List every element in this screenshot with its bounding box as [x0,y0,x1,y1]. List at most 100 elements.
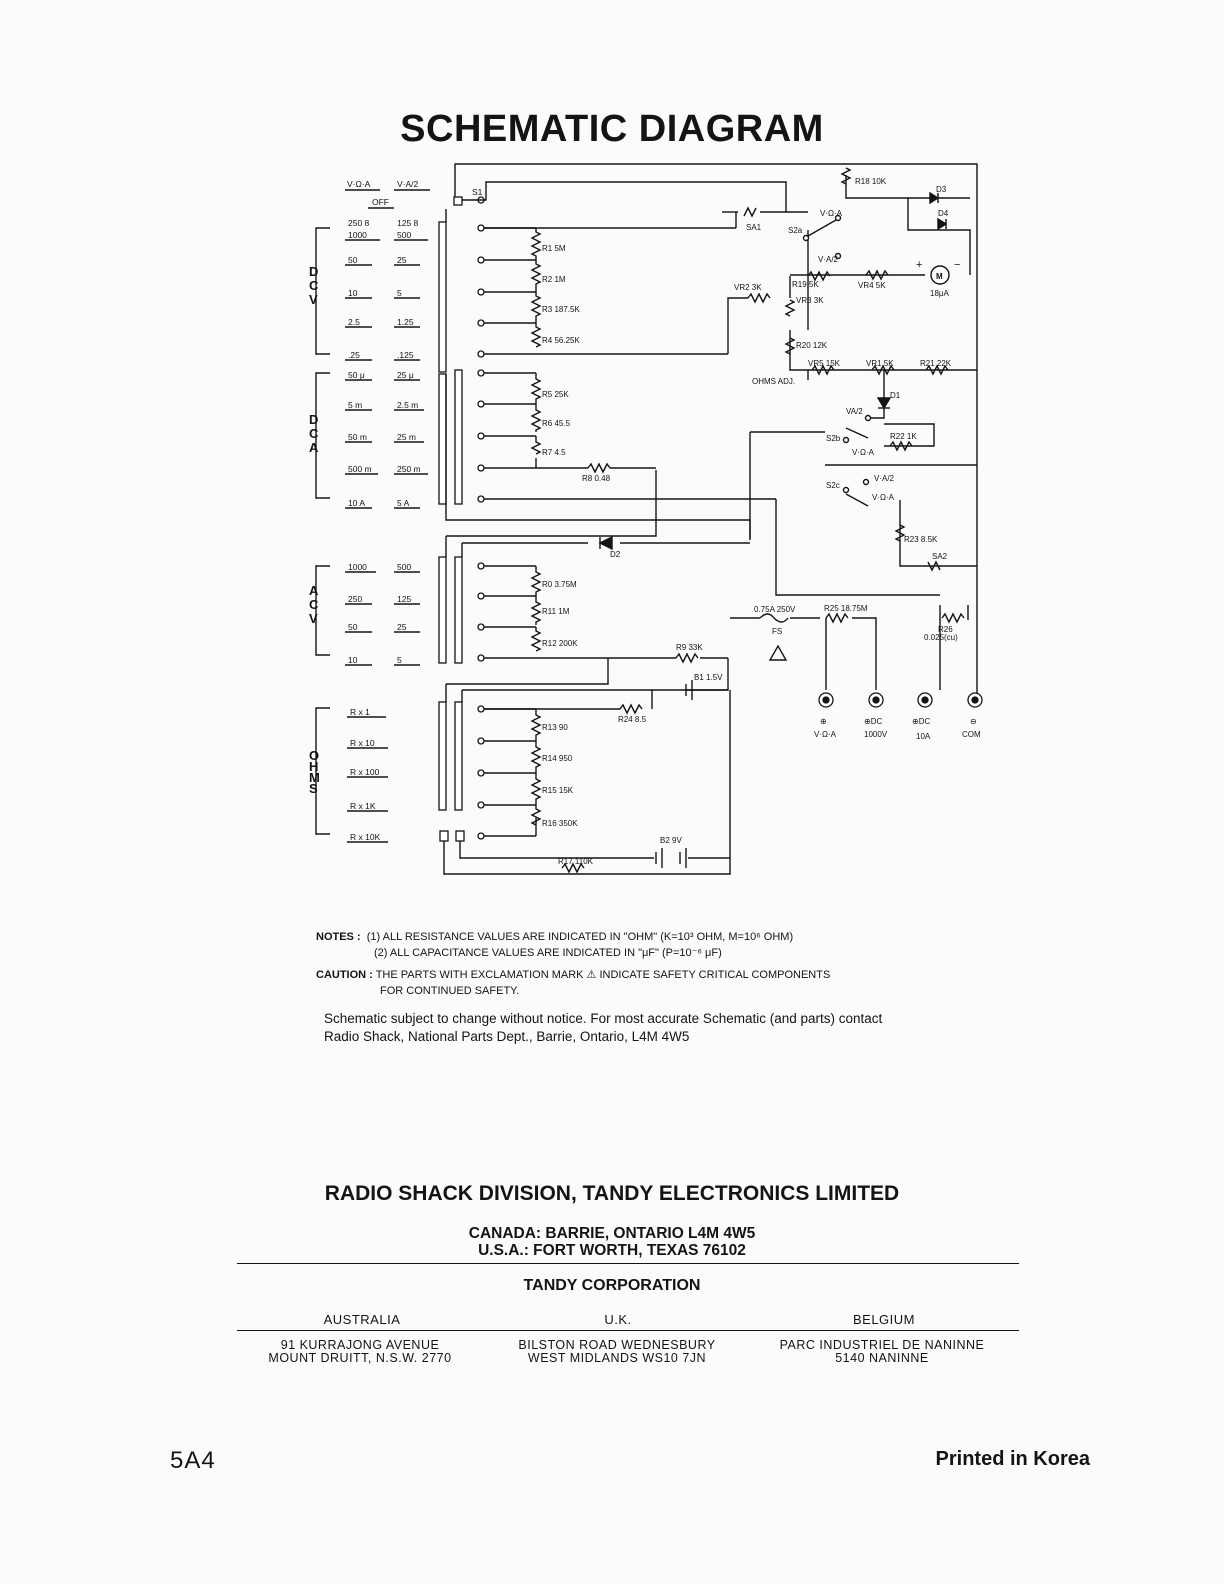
dcv-row-1-a: 1000 [348,230,367,240]
label-fs: FS [772,627,782,636]
label-meter-plus: + [916,259,922,271]
terminal-0-bottom: V·Ω·A [814,730,837,739]
note-1: (1) ALL RESISTANCE VALUES ARE INDICATED … [366,931,794,943]
label-s2c-va2: V·A/2 [874,474,895,483]
dca-row-0-a: 50 μ [348,370,365,380]
schematic-diagram: V·Ω·A V·A/2 OFF S1 250 8 125 8 1000 500 … [309,163,983,875]
dcv-row-3-a: 10 [348,288,358,298]
label-s2c-vohma: V·Ω·A [872,493,895,502]
page-title: SCHEMATIC DIAGRAM [400,108,824,150]
office-country-belgium: BELGIUM [852,1312,915,1327]
label-b2: B2 9V [660,836,682,845]
acv-row-3-b: 5 [397,655,402,665]
dca-row-1-a: 5 m [348,400,362,410]
office-country-australia: AUSTRALIA [323,1312,401,1327]
label-r14: R14 950 [542,754,573,763]
terminal-3-top: ⊖ [970,717,977,726]
label-r15: R15 15K [542,786,574,795]
notes-label: NOTES : [316,931,361,943]
label-d4: D4 [938,209,949,218]
label-sa2: SA2 [932,552,948,561]
label-r21: R21 22K [920,359,952,368]
label-vr3: VR3 3K [796,296,824,305]
acv-row-0-a: 1000 [348,562,367,572]
office-address-line: PARC INDUSTRIEL DE NANINNE [779,1338,985,1352]
pos-label-vohma: V·Ω·A [347,179,371,189]
terminal-1-bottom: 1000V [864,730,888,739]
label-s2b-vohma: V·Ω·A [852,448,875,457]
label-d2: D2 [610,550,621,559]
label-vr2: VR2 3K [734,283,762,292]
label-s2a: S2a [788,226,803,235]
label-r19: R19 5K [792,280,819,289]
ohms-row-1: R x 10 [350,738,375,748]
dcv-row-0-b: 125 8 [397,218,419,228]
label-r0: R0 3.75M [542,580,577,589]
label-fuse: 0.75A 250V [754,605,796,614]
label-s2a-vohma: V·Ω·A [820,209,843,218]
label-r20: R20 12K [796,341,828,350]
address-canada: CANADA: BARRIE, ONTARIO L4M 4W5 [468,1225,756,1242]
label-r8: R8 0.48 [582,474,611,483]
label-d1: D1 [890,391,901,400]
label-s2b: S2b [826,434,841,443]
dca-row-3-b: 250 m [397,464,421,474]
dca-row-0-b: 25 μ [397,370,414,380]
label-r1: R1 5M [542,244,566,253]
label-s2a-va2: V·A/2 [818,255,839,264]
off-label: OFF [372,197,389,207]
label-b1: B1 1.5V [694,673,723,682]
label-sa1: SA1 [746,223,762,232]
pos-label-va2: V·A/2 [397,179,419,189]
dcv-row-0-a: 250 8 [348,218,370,228]
label-r18: R18 10K [855,177,887,186]
ohms-row-4: R x 10K [350,832,381,842]
label-d3: D3 [936,185,947,194]
dcv-row-3-b: 5 [397,288,402,298]
label-r17: R17 110K [558,857,594,866]
dcv-row-2-b: 25 [397,255,407,265]
schematic-subject-note: Schematic subject to change without noti… [324,1011,883,1044]
label-r26-value: 0.025(cu) [924,633,958,642]
label-vr5: VR5 15K [808,359,841,368]
label-r6: R6 45.5 [542,419,571,428]
terminal-2-top: ⊕DC [912,717,930,726]
office-address-line: 91 KURRAJONG AVENUE [280,1338,440,1352]
label-s2c: S2c [826,481,840,490]
dcv-row-4-b: 1.25 [397,317,414,327]
notes-block: NOTES : (1) ALL RESISTANCE VALUES ARE IN… [316,929,936,999]
terminal-2-bottom: 10A [916,732,931,741]
ohms-row-3: R x 1K [350,801,376,811]
caution-label: CAUTION : [316,969,373,981]
divider-bottom [237,1330,1019,1331]
label-s2b-va2: VA/2 [846,407,863,416]
office-address-line: BILSTON ROAD WEDNESBURY [518,1338,716,1352]
label-r16: R16 350K [542,819,578,828]
label-r23: R23 8.5K [904,535,938,544]
label-r26: R26 [938,625,953,634]
acv-row-1-b: 125 [397,594,411,604]
dca-row-2-b: 25 m [397,432,416,442]
dca-row-3-a: 500 m [348,464,372,474]
office-country-uk: U.K. [604,1312,632,1327]
meter-icon: M [936,272,943,281]
address-usa: U.S.A.: FORT WORTH, TEXAS 76102 [478,1242,746,1259]
terminal-1-top: ⊕DC [864,717,882,726]
label-r13: R13 90 [542,723,568,732]
dcv-row-5-b: .125 [397,350,414,360]
label-r24: R24 8.5 [618,715,647,724]
caution-text: THE PARTS WITH EXCLAMATION MARK ⚠ INDICA… [375,969,831,981]
dca-row-4-a: 10 A [348,498,365,508]
label-meter: 18μA [930,289,950,298]
acv-row-2-b: 25 [397,622,407,632]
ohms-row-0: R x 1 [350,707,370,717]
label-r2: R2 1M [542,275,566,284]
terminal-0-top: ⊕ [820,717,827,726]
office-address-belgium: PARC INDUSTRIEL DE NANINNE 5140 NANINNE [742,1339,1022,1365]
dcv-row-4-a: 2.5 [348,317,360,327]
dca-row-1-b: 2.5 m [397,400,418,410]
